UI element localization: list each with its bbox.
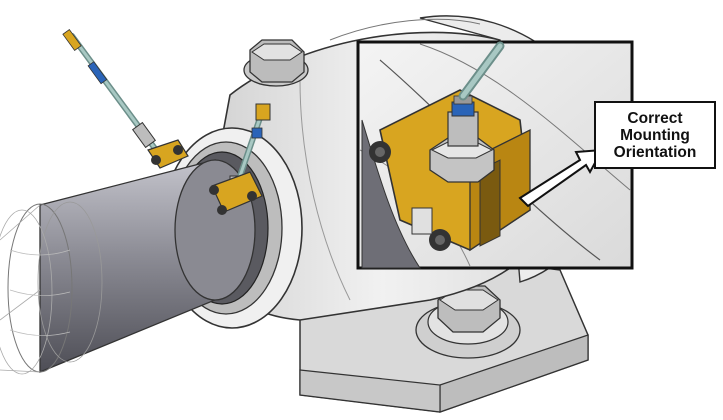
base-bolt xyxy=(415,285,521,359)
callout-label: Correct Mounting Orientation xyxy=(594,101,716,169)
callout-line-3: Orientation xyxy=(613,143,697,161)
cap-bolt xyxy=(243,39,309,87)
callout-line-1: Correct xyxy=(627,109,683,127)
callout-line-2: Mounting xyxy=(620,126,690,144)
right-accelerometer xyxy=(209,103,271,215)
left-accelerometer xyxy=(62,28,189,169)
